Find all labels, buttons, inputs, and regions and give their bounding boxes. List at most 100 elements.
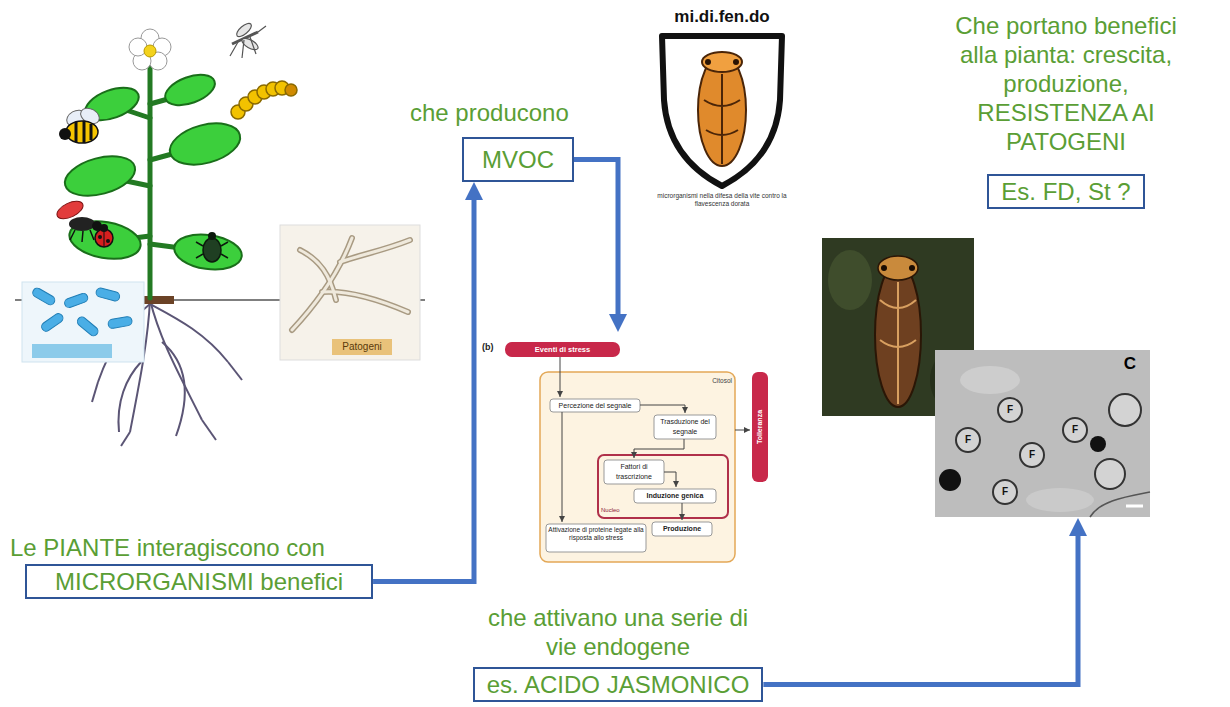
bacteria-panel xyxy=(31,287,133,338)
stress-pathway-figure xyxy=(652,522,712,536)
ladybug xyxy=(95,224,113,247)
fungus-panel xyxy=(292,238,352,330)
flow-step: che produconoMVOC xyxy=(410,98,580,182)
bacteria-panel xyxy=(31,287,56,307)
logo-shield xyxy=(733,59,739,65)
fly xyxy=(69,217,95,231)
caterpillar xyxy=(231,81,297,119)
ladybug xyxy=(95,229,113,247)
panel-label: Patogeni xyxy=(332,339,392,355)
micrograph xyxy=(998,398,1022,422)
flow-arrow xyxy=(763,536,1078,685)
plant-stem xyxy=(148,62,153,298)
leaf xyxy=(165,116,244,171)
logo-title: mi.di.fen.do xyxy=(647,6,797,28)
boxed-label: Es. FD, St ? xyxy=(987,174,1144,209)
roots xyxy=(121,432,130,446)
leafhopper-photo xyxy=(828,250,872,310)
micrograph xyxy=(935,350,1150,517)
leafhopper-photo xyxy=(909,265,915,271)
fungus-panel xyxy=(280,225,420,360)
micrograph-letter: F xyxy=(962,434,974,446)
micrograph xyxy=(1063,418,1087,442)
mosquito xyxy=(235,21,254,39)
mosquito xyxy=(230,26,266,58)
bee xyxy=(66,121,98,143)
micrograph xyxy=(935,350,1150,517)
caption-text: che attivano una serie di vie endogene xyxy=(481,603,756,661)
leaf xyxy=(61,69,245,274)
compartment-label: Citosol xyxy=(700,376,732,385)
stress-pathway-figure xyxy=(546,524,646,552)
leaf xyxy=(172,230,244,273)
boxed-label: es. ACIDO JASMONICO xyxy=(473,667,764,702)
logo-shield xyxy=(702,52,742,72)
leafhopper-photo xyxy=(881,265,887,271)
micrograph xyxy=(1095,459,1125,489)
stress-pathway-figure xyxy=(604,460,664,484)
bacteria-panel xyxy=(107,316,132,329)
stress-pathway-figure xyxy=(546,399,716,552)
pathway-label: Fattori di trascrizione xyxy=(605,462,663,482)
stress-pathway-figure xyxy=(560,357,561,397)
caption-text: che producono xyxy=(410,98,569,127)
beetle xyxy=(196,242,228,258)
beetle xyxy=(196,232,228,262)
micrograph xyxy=(1090,492,1150,517)
stress-pathway-figure xyxy=(735,430,750,431)
stress-pathway-figure xyxy=(598,455,728,518)
roots xyxy=(92,382,98,402)
logo-shield xyxy=(662,36,782,186)
roots xyxy=(92,300,242,446)
flower xyxy=(144,45,156,57)
leaf xyxy=(61,149,140,202)
flower xyxy=(129,29,171,70)
micrograph-letter: F xyxy=(1069,424,1081,436)
leafhopper-photo xyxy=(880,282,916,404)
pathway-label: Percezione del segnale xyxy=(551,400,639,411)
pathway-label: Attivazione di proteine legate alla risp… xyxy=(548,526,644,550)
flow-arrow xyxy=(373,200,474,582)
fungus-panel xyxy=(300,250,336,300)
ladybug xyxy=(104,230,105,247)
stress-pathway-figure xyxy=(752,372,768,482)
fungus-panel xyxy=(292,238,410,330)
stress-pathway-figure xyxy=(540,372,735,562)
bacteria-panel xyxy=(63,292,89,309)
micrograph xyxy=(1109,394,1141,426)
bacteria-panel xyxy=(32,344,112,358)
panel-letter: (b) xyxy=(482,341,504,353)
leaf xyxy=(161,69,219,111)
compartment-label: Nucleo xyxy=(601,506,629,515)
micrograph xyxy=(956,394,1141,504)
fungus-panel xyxy=(292,238,410,330)
stress-pathway-figure xyxy=(550,399,640,412)
beetle xyxy=(208,232,216,240)
pathway-label: Tolleranza xyxy=(753,372,767,482)
stress-pathway-figure xyxy=(505,342,768,562)
micrograph-letter: F xyxy=(1004,404,1016,416)
bacteria-panel xyxy=(22,282,144,362)
bacteria-panel xyxy=(40,312,65,333)
roots xyxy=(202,420,216,440)
stress-pathway-figure xyxy=(664,472,676,487)
stress-pathway-figure xyxy=(560,357,750,522)
leafhopper-photo xyxy=(878,256,918,280)
mosquito xyxy=(230,21,266,58)
fly xyxy=(70,230,94,242)
beetle xyxy=(203,238,221,262)
caption-text: Che portano benefici alla pianta: cresci… xyxy=(944,11,1189,156)
ladybug xyxy=(98,235,102,239)
pathway-label: Trasduzione del segnale xyxy=(655,417,715,437)
bacteria-panel xyxy=(95,287,121,302)
logo-shield xyxy=(662,36,782,186)
caption-text: Le PIANTE interagiscono con xyxy=(10,533,325,562)
stress-pathway-figure xyxy=(634,439,684,458)
boxed-label: MVOC xyxy=(462,137,574,182)
pathway-label: Produzione xyxy=(653,523,711,535)
fungus-panel xyxy=(340,240,410,262)
logo-shield xyxy=(704,74,740,164)
boxed-label: MICRORGANISMI benefici xyxy=(25,564,373,599)
